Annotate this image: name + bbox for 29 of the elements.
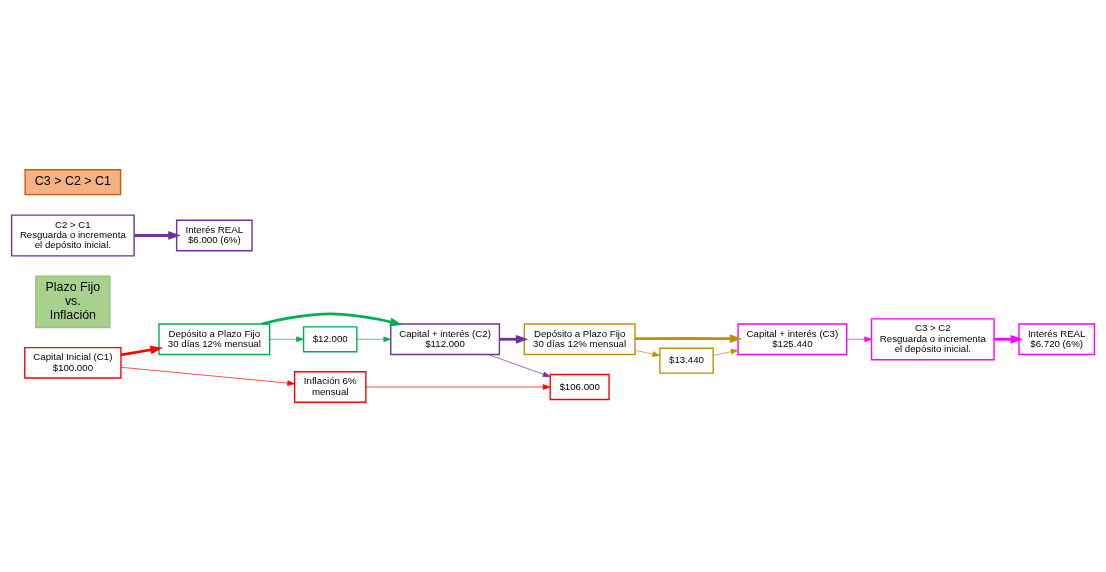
node-box: Inflación 6% mensual	[293, 371, 367, 403]
node-box: C3 > C2 > C1	[24, 169, 122, 196]
arrow	[846, 336, 872, 343]
arrow	[134, 231, 181, 240]
arrow	[634, 350, 660, 357]
node-box: Interés REAL $6.000 (6%)	[175, 219, 253, 252]
arrow	[356, 336, 392, 343]
node-box: Capital Inicial (C1) $100.000	[24, 346, 122, 379]
node-box: Plazo Fijo vs. Inflación	[35, 275, 111, 329]
arrow	[120, 366, 295, 386]
arrow	[487, 354, 551, 377]
node-box: $12.000	[302, 326, 358, 353]
arrow	[269, 336, 304, 343]
node-box: C2 > C1 Resguarda o incrementa el depósito inicial.	[10, 214, 135, 257]
node-box: Depósito a Plazo Fijo 30 días 12% mensual	[523, 323, 636, 356]
node-box: C3 > C2 Resguarda o incrementa el depósito inicial.	[870, 318, 995, 361]
node-box: $13.440	[659, 347, 714, 374]
arrow	[120, 345, 163, 357]
node-box: Depósito a Plazo Fijo 30 días 12% mensual	[158, 323, 271, 356]
arrow	[994, 334, 1024, 344]
arrow	[499, 334, 529, 344]
node-box: Interés REAL $6.720 (6%)	[1018, 323, 1096, 356]
arrow	[261, 312, 403, 327]
arrow	[365, 384, 551, 390]
node-box: $106.000	[549, 373, 610, 401]
arrow	[712, 348, 739, 356]
node-box: Capital + interés (C3) $125.440	[737, 323, 848, 356]
node-box: Capital + interés (C2) $112.000	[390, 323, 501, 356]
arrow	[635, 334, 743, 344]
